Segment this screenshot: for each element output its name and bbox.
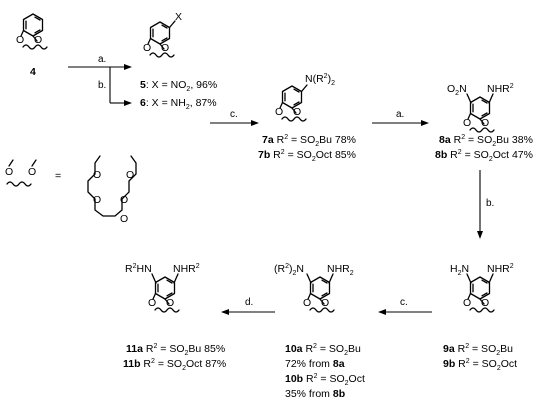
atom-o: O — [120, 194, 128, 206]
compound-4: O O 4 — [16, 13, 48, 78]
condition-label: c. — [400, 297, 408, 308]
condition-label: b. — [98, 80, 106, 91]
compound-8: O2N NHR2 O O — [447, 83, 514, 133]
condition-label: a. — [396, 109, 404, 120]
arrow-b-5-to-6: b. — [98, 67, 132, 106]
compound-5-6: X O O — [143, 11, 182, 58]
atom-o: O — [120, 213, 128, 225]
substituent-nr2: N(R2)2 — [305, 73, 335, 87]
atom-o: O — [321, 297, 329, 309]
atom-o: O — [93, 169, 101, 181]
condition-label: b. — [486, 198, 494, 209]
condition-label: d. — [245, 297, 253, 308]
label-8a: 8a R2 = SO2Bu 38% — [439, 134, 533, 148]
atom-o: O — [148, 297, 156, 309]
label-6: 6: X = NH2, 87% — [140, 97, 217, 111]
substituent-r2hn: R2HN — [125, 263, 152, 275]
label-11a: 11a R2 = SO2Bu 85% — [126, 343, 225, 357]
yield-10b: 35% from 8b — [285, 388, 345, 400]
atom-o: O — [293, 106, 301, 118]
label-10b: 10b R2 = SO2Oct — [285, 373, 365, 387]
atom-o: O — [93, 194, 101, 206]
atom-o: O — [126, 169, 134, 181]
condition-label: c. — [230, 109, 238, 120]
yield-10a: 72% from 8a — [285, 358, 345, 370]
atom-o: O — [143, 42, 151, 54]
atom-o: O — [275, 106, 283, 118]
compound-7: N(R2)2 O O — [275, 73, 335, 122]
substituent-x: X — [175, 11, 182, 23]
arrow-a-7-to-8: a. — [372, 109, 429, 126]
label-5: 5: X = NO2, 96% — [140, 79, 217, 93]
compound-label: 4 — [30, 66, 36, 78]
equals-sign: = — [55, 170, 61, 182]
substituent-nhr2: NHR2 — [487, 263, 514, 275]
substituent-nhr2: NHR2 — [487, 83, 514, 95]
label-11b: 11b R2 = SO2Oct 87% — [123, 358, 226, 372]
label-7b: 7b R2 = SO2Oct 85% — [258, 149, 356, 163]
arrow-b-8-to-9: b. — [477, 170, 494, 239]
arrow-c-9-to-10: c. — [378, 297, 432, 315]
atom-o: O — [481, 117, 489, 129]
compound-11: R2HN NHR2 O O — [125, 263, 200, 313]
label-9a: 9a R2 = SO2Bu — [443, 343, 513, 357]
substituent-amino: H2N — [450, 263, 469, 277]
atom-o: O — [303, 297, 311, 309]
condition-label: a. — [98, 54, 106, 65]
substituent-nr2: (R2)2N — [274, 263, 304, 277]
atom-o: O — [28, 166, 36, 178]
crown-legend: O O = O O O O O — [5, 155, 137, 225]
atom-o: O — [481, 297, 489, 309]
label-7a: 7a R2 = SO2Bu 78% — [262, 134, 356, 148]
atom-o: O — [166, 297, 174, 309]
compound-9: H2N NHR2 O O — [450, 263, 514, 313]
atom-o: O — [5, 166, 13, 178]
arrow-c-6-to-7: c. — [210, 109, 259, 126]
atom-o: O — [34, 34, 42, 46]
atom-o: O — [463, 297, 471, 309]
substituent-nhr2: NHR2 — [327, 263, 354, 277]
label-8b: 8b R2 = SO2Oct 47% — [435, 149, 533, 163]
atom-o: O — [16, 34, 24, 46]
substituent-nitro: O2N — [447, 83, 467, 97]
arrow-d-10-to-11: d. — [221, 297, 275, 315]
label-9b: 9b R2 = SO2Oct — [443, 358, 517, 372]
compound-10: (R2)2N NHR2 O O — [274, 263, 354, 313]
label-10a: 10a R2 = SO2Bu — [285, 343, 361, 357]
arrow-a-4-to-5: a. — [68, 54, 132, 70]
substituent-nhr2: NHR2 — [173, 263, 200, 275]
atom-o: O — [161, 42, 169, 54]
atom-o: O — [463, 117, 471, 129]
